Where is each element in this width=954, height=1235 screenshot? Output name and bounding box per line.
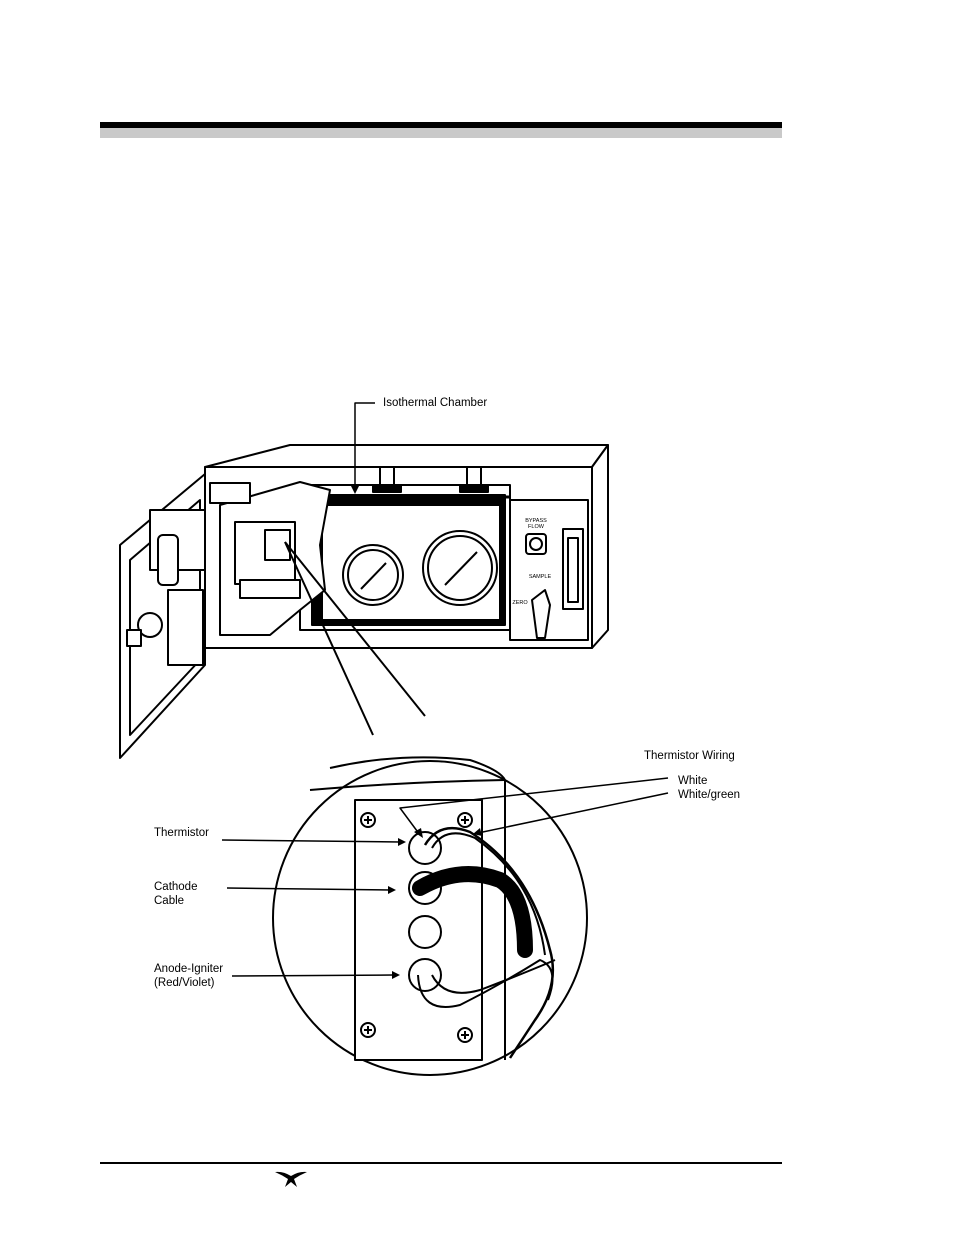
cathode-port-icon: [408, 871, 442, 905]
cathode-cable: [412, 866, 533, 958]
feedthrough-plate: [354, 799, 483, 1061]
callout-anode-igniter: Anode-Igniter (Red/Violet): [154, 963, 224, 989]
panel-label-bypass-flow: BYPASS FLOW: [525, 518, 547, 530]
callout-thermistor: Thermistor: [154, 827, 209, 839]
anode-port-icon: [408, 958, 442, 992]
callout-thermistor-wiring: Thermistor Wiring: [644, 750, 735, 762]
footer-rule: [100, 1162, 782, 1164]
callout-isothermal-chamber: Isothermal Chamber: [383, 397, 488, 409]
callout-white-green: White/green: [678, 789, 741, 801]
callout-white: White: [678, 775, 708, 787]
thermistor-port-icon: [408, 831, 442, 865]
gauge-right-icon: [422, 530, 498, 606]
header-rule-shade: [100, 128, 782, 138]
header-rule: [100, 122, 782, 128]
flowmeter-icon: [562, 528, 584, 610]
enclosure-top: [204, 444, 609, 468]
gauge-left-icon: [342, 544, 404, 606]
selector-valve-icon: [531, 589, 551, 639]
panel-label-zero: ZERO: [512, 600, 528, 606]
blank-port-icon: [408, 915, 442, 949]
teledyne-logo-icon: [275, 1171, 307, 1187]
panel-label-sample: SAMPLE: [528, 574, 552, 580]
enclosure-side: [591, 444, 609, 649]
callout-cathode-cable: Cathode Cable: [154, 881, 198, 907]
